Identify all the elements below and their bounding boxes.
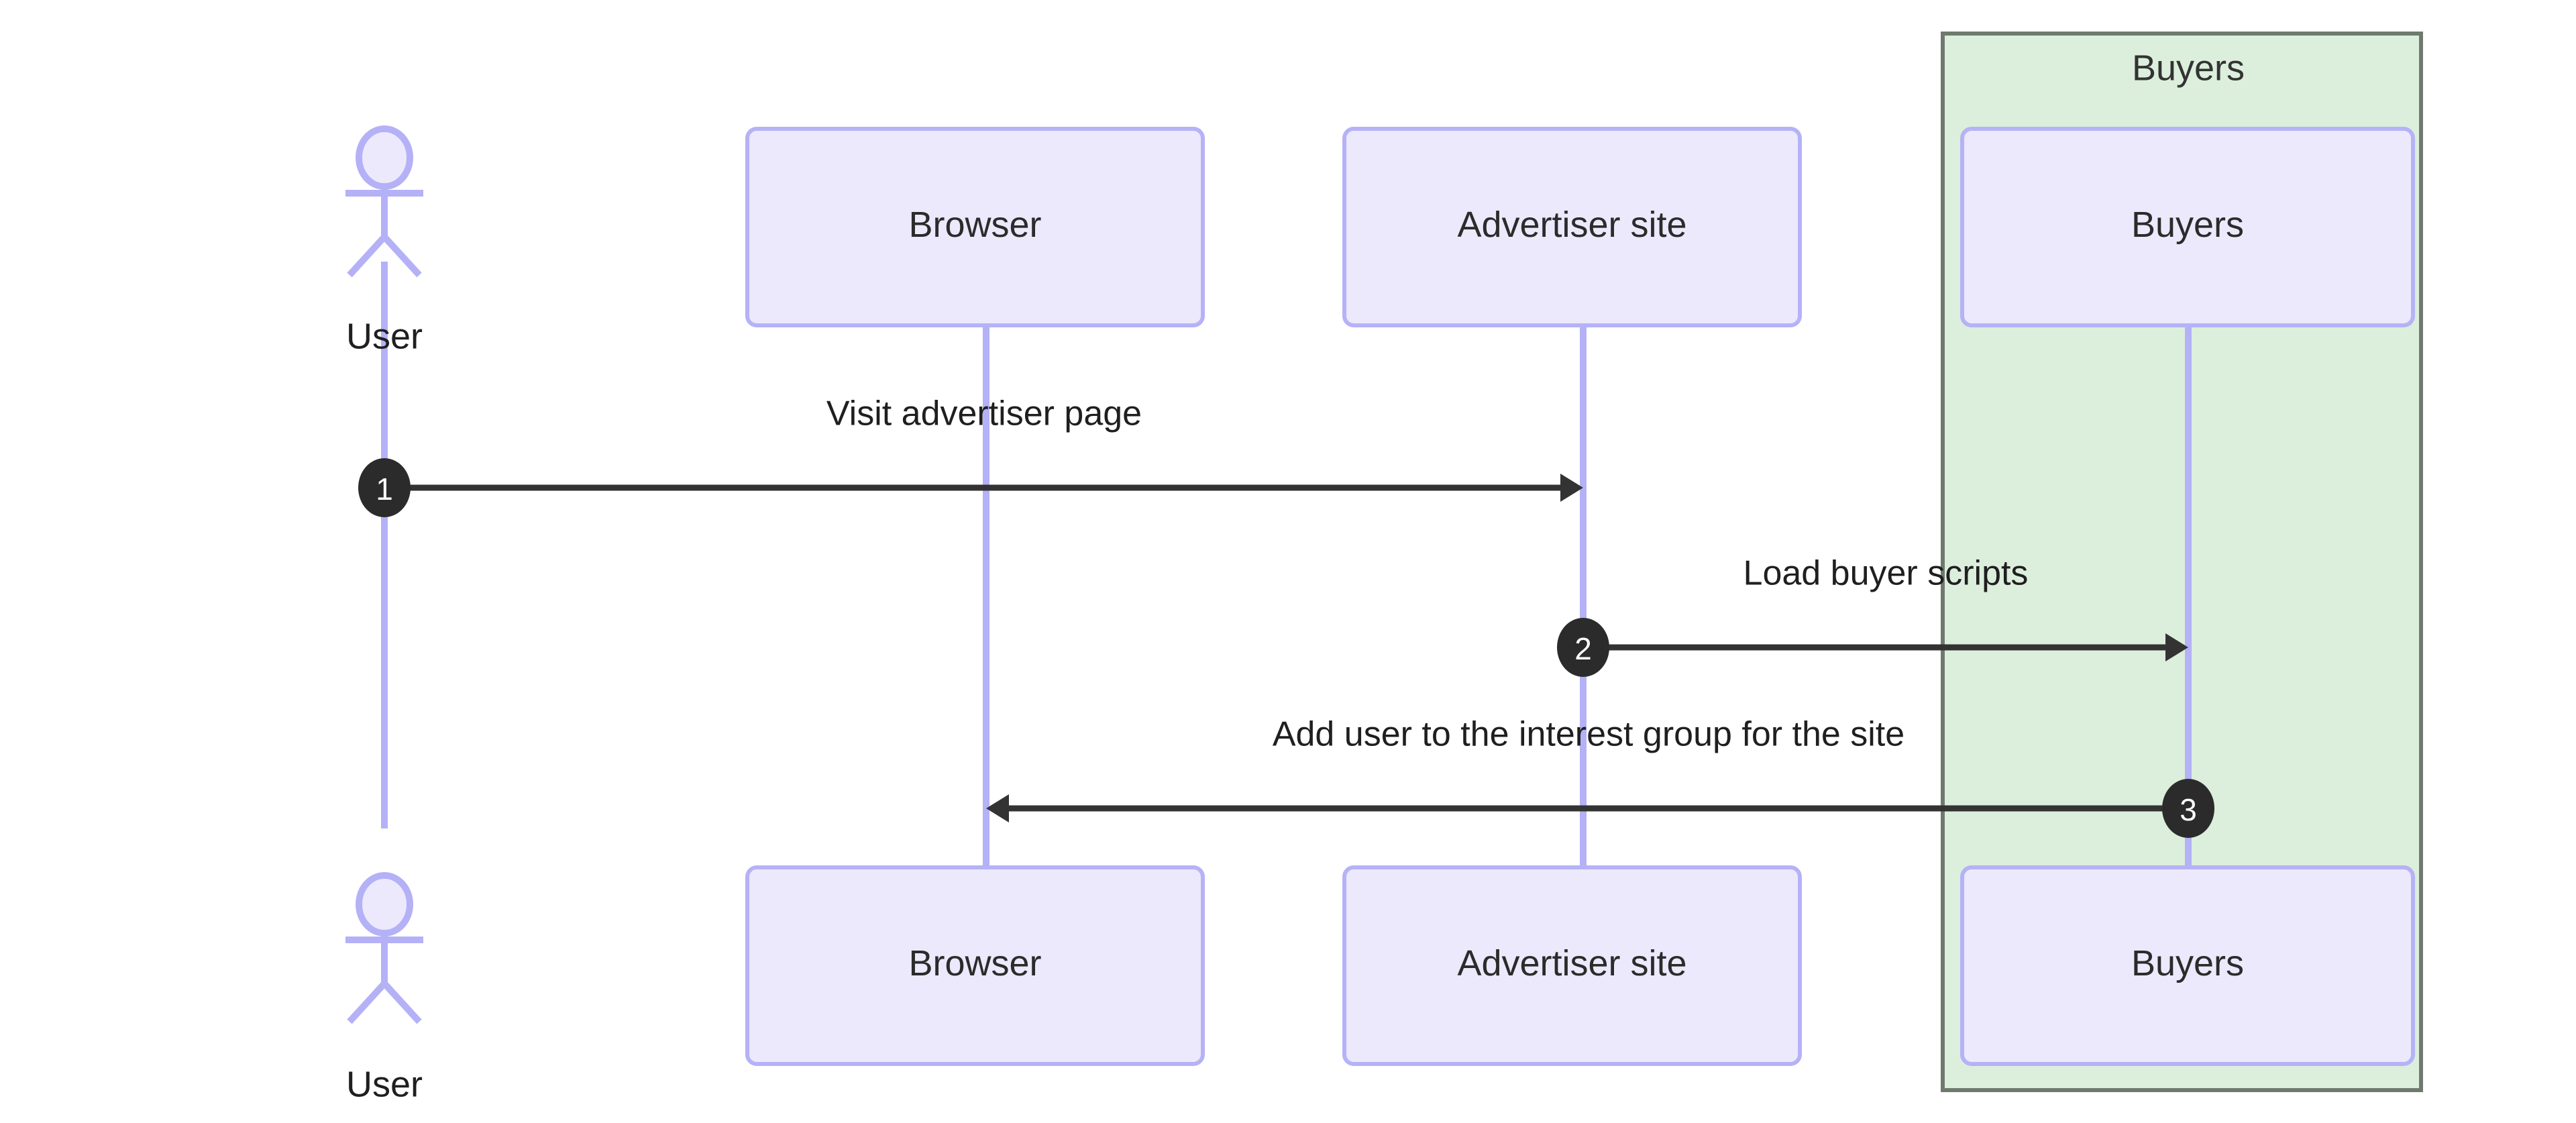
participant-advertiser-site-top[interactable]: Advertiser site [1342,127,1802,327]
participant-box [1960,127,2415,327]
actor-label-user: User [346,1064,423,1104]
message-sequence-badge [1557,618,1609,677]
participant-advertiser-site-bottom[interactable]: Advertiser site [1342,865,1802,1066]
participant-box [1960,865,2415,1066]
actor-head-icon [356,872,413,937]
participant-buyers-top[interactable]: Buyers [1960,127,2415,327]
participant-buyers-bottom[interactable]: Buyers [1960,865,2415,1066]
participant-browser-top[interactable]: Browser [745,127,1205,327]
participant-label-buyers: Buyers [2131,943,2244,983]
participant-label-advertiser-site: Advertiser site [1457,205,1686,245]
message-label: Add user to the interest group for the s… [1273,715,1904,754]
participant-label-buyers: Buyers [2131,205,2244,245]
participant-label-advertiser-site: Advertiser site [1457,943,1686,983]
participant-browser-bottom[interactable]: Browser [745,865,1205,1066]
message-sequence-badge [2162,779,2214,838]
participant-box [745,865,1205,1066]
message-3[interactable]: Add user to the interest group for the s… [986,715,2214,838]
lifelines-layer [381,262,2192,867]
actor-legs-line [347,978,422,1024]
participant-box [1342,865,1802,1066]
participant-box [1342,127,1802,327]
actor-legs-line [347,231,422,278]
participant-box [745,127,1205,327]
group-title-label: Buyers [2132,48,2245,88]
participant-label-browser: Browser [908,205,1041,245]
message-sequence-badge [358,458,411,517]
message-2[interactable]: Load buyer scripts 2 [1557,554,2188,677]
message-sequence-number: 3 [2180,792,2197,827]
message-label: Visit advertiser page [826,394,1142,433]
actor-head-icon [356,125,413,190]
actor-user-top[interactable]: User [345,125,423,356]
participant-label-browser: Browser [908,943,1041,983]
message-1[interactable]: Visit advertiser page 1 [358,394,1583,517]
actor-user-bottom[interactable]: User [345,872,423,1104]
actor-label-user: User [346,316,423,356]
message-label: Load buyer scripts [1743,554,2029,593]
message-sequence-number: 1 [376,472,393,506]
message-arrow-head-icon [1560,474,1583,502]
message-arrow-head-icon [986,794,1009,822]
message-arrow-head-icon [2165,633,2188,661]
message-sequence-number: 2 [1574,631,1592,666]
